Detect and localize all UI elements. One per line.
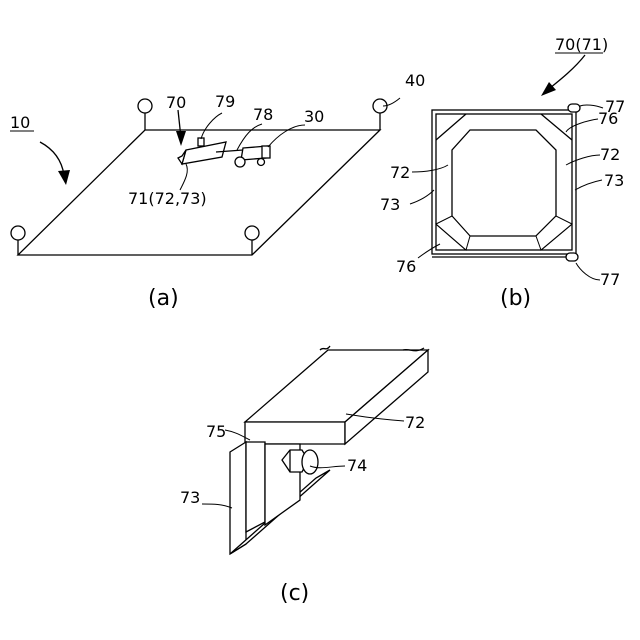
caption-b: (b) bbox=[500, 286, 531, 311]
corner-gussets bbox=[436, 114, 572, 250]
label-74: 74 bbox=[347, 456, 367, 475]
label-70-71: 70(71) bbox=[555, 35, 608, 54]
label-77-bottom: 77 bbox=[600, 270, 620, 289]
inner-frame bbox=[452, 130, 556, 236]
label-40: 40 bbox=[405, 71, 425, 90]
label-72-left: 72 bbox=[390, 163, 410, 182]
label-73-right: 73 bbox=[604, 171, 624, 190]
label-72-c: 72 bbox=[405, 413, 425, 432]
corner-post-back-right bbox=[373, 99, 387, 130]
frame-device bbox=[178, 138, 226, 164]
label-73-left: 73 bbox=[380, 195, 400, 214]
label-71: 71(72,73) bbox=[128, 189, 207, 208]
label-30: 30 bbox=[304, 107, 324, 126]
label-76-bottom: 76 bbox=[396, 257, 416, 276]
label-72-right: 72 bbox=[600, 145, 620, 164]
panel-c: 75 72 74 73 (c) bbox=[180, 346, 428, 606]
hinge-top bbox=[568, 104, 580, 112]
hinge-bottom bbox=[566, 253, 578, 261]
top-plate bbox=[245, 346, 428, 444]
corner-post-back-left bbox=[138, 99, 152, 130]
label-70: 70 bbox=[166, 93, 186, 112]
caption-a: (a) bbox=[148, 286, 179, 311]
label-73-c: 73 bbox=[180, 488, 200, 507]
label-79: 79 bbox=[215, 92, 235, 111]
label-78: 78 bbox=[253, 105, 273, 124]
label-76-top: 76 bbox=[598, 109, 618, 128]
label-10: 10 bbox=[10, 113, 30, 132]
caption-c: (c) bbox=[280, 581, 309, 606]
panel-a: 10 40 70 79 78 30 71(72,73) (a) bbox=[10, 71, 425, 311]
label-75: 75 bbox=[206, 422, 226, 441]
